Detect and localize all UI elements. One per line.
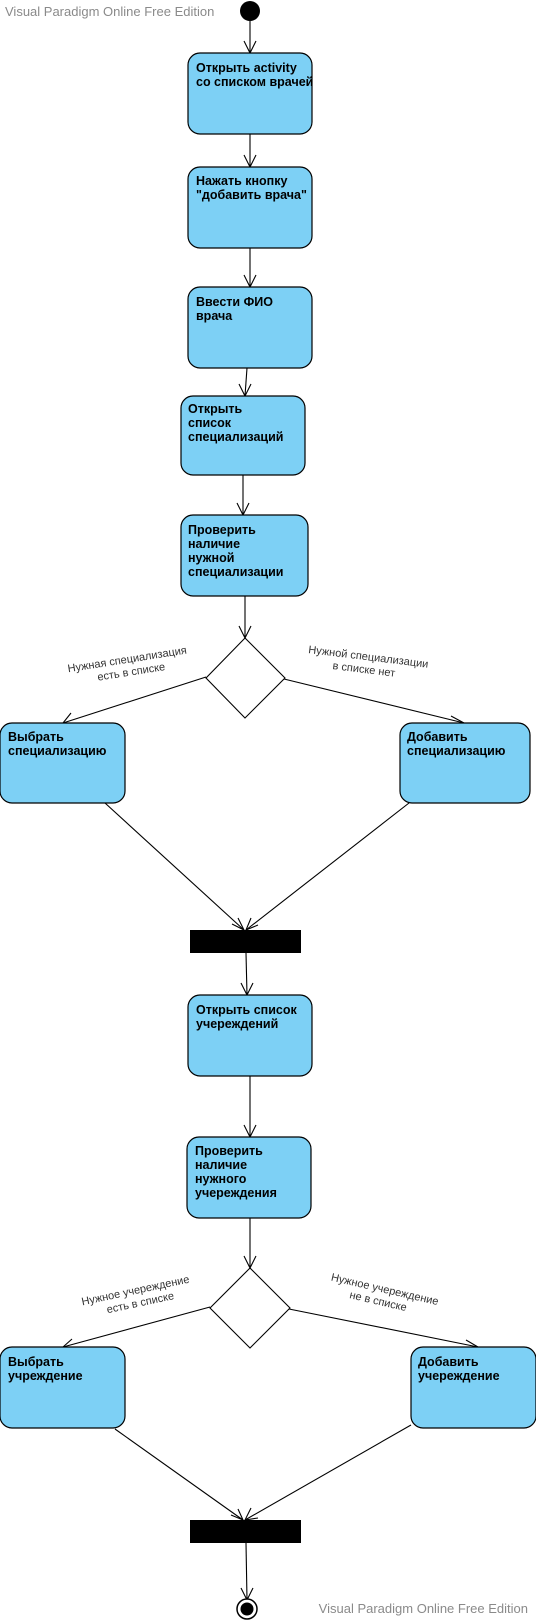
guard-inst-yes: Нужное учереждениеесть в списке xyxy=(80,1274,193,1321)
decision-inst[interactable] xyxy=(209,1267,291,1349)
join-bar-spec xyxy=(190,930,301,953)
guard-spec-yes: Нужная специализацияесть в списке xyxy=(67,645,190,689)
join-bar-inst xyxy=(190,1520,301,1543)
decision-spec[interactable] xyxy=(205,637,286,719)
watermark-top: Visual Paradigm Online Free Edition xyxy=(5,4,215,19)
edges xyxy=(62,21,479,1601)
final-node[interactable] xyxy=(236,1598,258,1620)
svg-text:Нажать кнопку"добавить врача": Нажать кнопку"добавить врача" xyxy=(196,174,307,202)
guard-inst-no: Нужное учереждениене в списке xyxy=(327,1272,440,1321)
watermark-bottom: Visual Paradigm Online Free Edition xyxy=(318,1601,528,1616)
initial-node[interactable] xyxy=(240,1,260,21)
guard-spec-no: Нужной специализациив списке нет xyxy=(306,644,429,684)
action-press-add-doctor[interactable]: Нажать кнопку"добавить врача" xyxy=(187,166,313,249)
